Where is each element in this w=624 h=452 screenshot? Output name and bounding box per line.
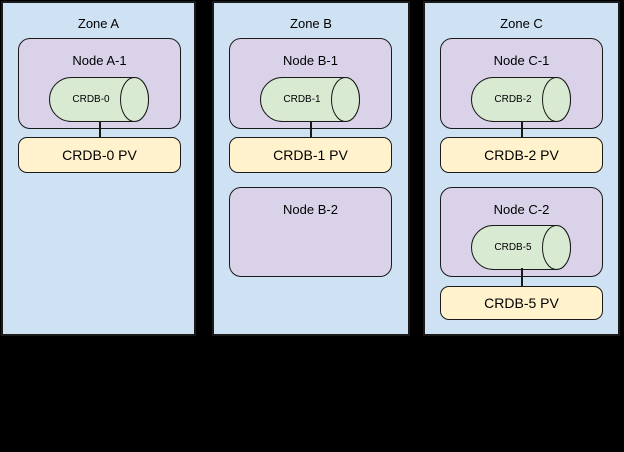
node-b-2: Node B-2	[229, 187, 392, 277]
database-cylinder-icon	[471, 77, 571, 122]
node-a-1-title: Node A-1	[72, 53, 127, 68]
crdb-0-cylinder-label: CRDB-0	[72, 94, 110, 105]
crdb-2-pv: CRDB-2 PV	[440, 137, 603, 173]
node-b-2-title: Node B-2	[283, 202, 338, 217]
crdb-1-cylinder: CRDB-1	[260, 77, 360, 122]
crdb-1-pv-label: CRDB-1 PV	[273, 147, 348, 163]
crdb-5-pv: CRDB-5 PV	[440, 286, 603, 320]
zone-c: Zone C Node C-1 CRDB-2 CRDB-2 PV Node C-…	[423, 1, 620, 336]
zone-b-title: Zone B	[290, 16, 332, 31]
connector-line	[521, 121, 523, 138]
crdb-5-cylinder-label: CRDB-5	[494, 242, 532, 253]
crdb-1-cylinder-label: CRDB-1	[283, 94, 321, 105]
node-c-2-title: Node C-2	[493, 202, 550, 217]
database-cylinder-icon	[260, 77, 360, 122]
node-b-1-title: Node B-1	[283, 53, 338, 68]
zone-b: Zone B Node B-1 CRDB-1 CRDB-1 PV Node B-…	[212, 1, 410, 336]
node-b-1: Node B-1 CRDB-1	[229, 38, 392, 129]
connector-line	[521, 268, 523, 287]
crdb-1-pv: CRDB-1 PV	[229, 137, 392, 173]
crdb-5-cylinder: CRDB-5	[471, 225, 571, 270]
crdb-5-pv-label: CRDB-5 PV	[484, 295, 559, 311]
database-cylinder-icon	[471, 225, 571, 270]
node-c-1-title: Node C-1	[493, 53, 550, 68]
node-c-2: Node C-2 CRDB-5	[440, 187, 603, 277]
node-a-1: Node A-1 CRDB-0	[18, 38, 181, 129]
node-c-1: Node C-1 CRDB-2	[440, 38, 603, 129]
database-cylinder-icon	[49, 77, 149, 122]
connector-line	[99, 121, 101, 138]
crdb-0-pv: CRDB-0 PV	[18, 137, 181, 173]
crdb-2-pv-label: CRDB-2 PV	[484, 147, 559, 163]
connector-line	[310, 121, 312, 138]
crdb-0-pv-label: CRDB-0 PV	[62, 147, 137, 163]
zone-a-title: Zone A	[77, 16, 120, 31]
zone-c-title: Zone C	[500, 16, 543, 31]
crdb-2-cylinder-label: CRDB-2	[494, 94, 532, 105]
zone-a: Zone A Node A-1 CRDB-0 CRDB-0 PV	[1, 1, 196, 336]
crdb-2-cylinder: CRDB-2	[471, 77, 571, 122]
crdb-0-cylinder: CRDB-0	[49, 77, 149, 122]
